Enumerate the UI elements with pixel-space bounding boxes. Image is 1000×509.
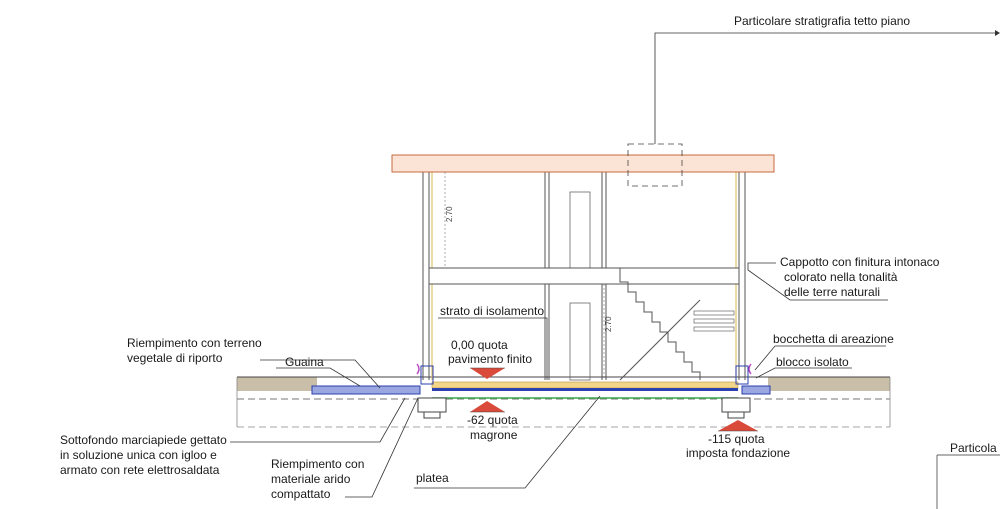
label-found-2: imposta fondazione <box>686 446 790 460</box>
label-fill-gravel-2: materiale arido <box>271 472 351 486</box>
door-upper <box>569 191 591 269</box>
dim-upper: 2.70 <box>445 206 454 222</box>
label-subbase-1: Sottofondo marciapiede gettato <box>60 433 227 447</box>
screed-layer <box>431 381 739 389</box>
label-found-1: -115 quota <box>708 432 765 446</box>
level-arrow-lean <box>470 401 505 412</box>
insulation-layer <box>432 388 738 391</box>
footing-right <box>721 397 751 413</box>
label-floor-2: pavimento finito <box>448 352 532 366</box>
label-fill-soil-1: Riempimento con terreno <box>127 336 262 350</box>
label-subbase-2: in soluzione unica con igloo e <box>60 448 217 462</box>
label-fill-gravel-3: compattato <box>271 487 331 501</box>
soil-left <box>237 377 317 391</box>
label-detail-cut: Particola <box>950 441 997 455</box>
label-sheath: Guaina <box>285 355 324 369</box>
label-lean-2: magrone <box>470 428 518 442</box>
soil-right <box>768 377 890 391</box>
label-lean-1: -62 quota <box>467 413 518 427</box>
staircase <box>619 268 701 380</box>
level-arrow-foundation <box>718 420 758 431</box>
level-arrow-floor <box>470 368 505 379</box>
label-vent: bocchetta di areazione <box>773 332 894 346</box>
dim-lower: 2.70 <box>604 316 613 332</box>
footing-left <box>417 397 447 413</box>
label-block: blocco isolato <box>776 355 849 369</box>
label-coat-2: colorato nella tonalità <box>784 270 898 284</box>
label-isolation: strato di isolamento <box>440 304 544 318</box>
intermediate-floor <box>428 267 740 285</box>
door-lower <box>569 302 591 381</box>
vent-right-icon <box>748 363 752 375</box>
roof-slab <box>391 154 775 173</box>
label-subbase-3: armato con rete elettrosaldata <box>60 463 220 477</box>
label-fill-soil-2: vegetale di riporto <box>127 351 223 365</box>
label-coat-1: Cappotto con finitura intonaco <box>780 255 940 269</box>
label-slab: platea <box>416 471 449 485</box>
label-floor-1: 0,00 quota <box>451 338 508 352</box>
label-coat-3: delle terre naturali <box>784 285 880 299</box>
sidewalk-right <box>741 385 771 395</box>
sidewalk-left <box>311 385 421 395</box>
label-roof-detail: Particolare stratigrafia tetto piano <box>734 14 910 28</box>
roof-detail-box <box>627 143 683 187</box>
label-fill-gravel-1: Riempimento con <box>271 457 364 471</box>
vent-left-icon <box>416 363 420 375</box>
